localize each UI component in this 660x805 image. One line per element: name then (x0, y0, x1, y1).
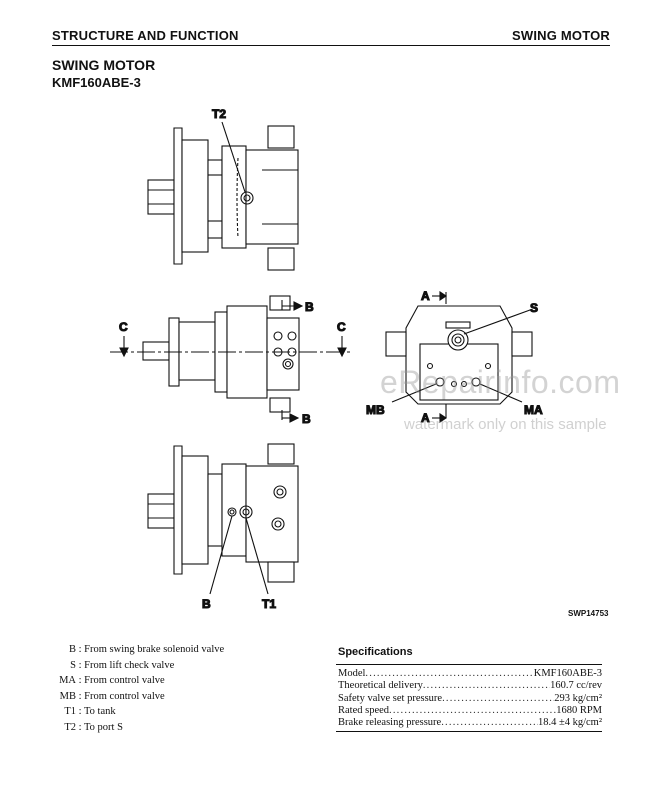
port-legend: B : From swing brake solenoid valve S : … (52, 644, 224, 737)
legend-item: T1 : To tank (52, 706, 224, 722)
page-title: SWING MOTOR (52, 57, 156, 73)
watermark-note: watermark only on this sample (404, 416, 607, 433)
spec-row: Model...................................… (338, 668, 602, 680)
legend-text: : To port S (78, 721, 123, 733)
legend-text: : To tank (78, 706, 116, 717)
label-t2: T2 (212, 107, 226, 121)
label-s: S (530, 301, 538, 315)
label-b-arrow-top: B (305, 300, 314, 314)
legend-key: MA (59, 675, 76, 686)
header-section-title: STRUCTURE AND FUNCTION (52, 28, 239, 43)
spec-value: KMF160ABE-3 (533, 668, 602, 679)
label-b-port: B (202, 597, 211, 611)
label-c-left: C (119, 320, 128, 334)
legend-item: B : From swing brake solenoid valve (52, 644, 224, 660)
spec-leader-dots: ........................................… (422, 680, 550, 692)
spec-name: Rated speed (338, 704, 390, 716)
legend-key: T1 (64, 706, 76, 717)
spec-rule-bottom (336, 731, 602, 732)
legend-key: S (70, 659, 76, 671)
spec-name: Theoretical delivery (338, 680, 423, 692)
legend-item: MB : From control valve (52, 691, 224, 707)
spec-rule-top (336, 664, 602, 665)
legend-key: T2 (64, 721, 76, 733)
motor-view-top (147, 121, 299, 271)
legend-text: : From control valve (78, 675, 165, 686)
spec-row: Rated speed.............................… (338, 705, 602, 717)
spec-row: Safety valve set pressure...............… (338, 693, 602, 705)
label-a-top: A (421, 289, 430, 303)
spec-name: Brake releasing pressure (338, 717, 442, 729)
spec-leader-dots: ........................................… (441, 717, 538, 729)
legend-item: MA : From control valve (52, 675, 224, 691)
model-code: KMF160ABE-3 (52, 75, 141, 90)
motor-view-middle (110, 295, 350, 423)
label-t1: T1 (262, 597, 276, 611)
specifications-title: Specifications (338, 646, 413, 658)
label-mb: MB (366, 403, 385, 417)
spec-value: 160.7 cc/rev (550, 680, 602, 692)
specifications-table: Model...................................… (338, 668, 602, 729)
spec-value: 18.4 ±4 kg/cm² (537, 717, 602, 729)
spec-name: Safety valve set pressure (338, 692, 443, 704)
watermark-site: eRepairinfo.com (380, 364, 621, 400)
figure-id: SWP14753 (568, 609, 609, 618)
label-b-arrow-bottom: B (302, 412, 311, 426)
motor-view-right (385, 290, 533, 424)
spec-leader-dots: ........................................… (389, 704, 556, 716)
legend-text: : From swing brake solenoid valve (78, 644, 225, 655)
legend-key: MB (59, 690, 76, 702)
swing-motor-drawing: T2 B B C C A A S MB MA B T1 (110, 106, 544, 612)
legend-text: : From lift check valve (78, 659, 175, 671)
legend-item: S : From lift check valve (52, 660, 224, 676)
spec-leader-dots: ........................................… (442, 692, 555, 704)
spec-name: Model (338, 668, 366, 679)
spec-value: 293 kg/cm² (554, 692, 602, 704)
label-ma: MA (524, 403, 543, 417)
motor-view-bottom (147, 443, 299, 595)
legend-item: T2 : To port S (52, 722, 224, 738)
legend-text: : From control valve (78, 690, 165, 702)
spec-row: Brake releasing pressure................… (338, 717, 602, 729)
header-rule (52, 45, 610, 46)
header-topic-title: SWING MOTOR (511, 28, 610, 43)
label-a-bottom: A (421, 411, 430, 425)
legend-key: B (68, 644, 76, 655)
spec-row: Theoretical delivery....................… (338, 680, 602, 692)
spec-value: 1680 RPM (556, 704, 602, 716)
label-c-right: C (337, 320, 346, 334)
spec-leader-dots: ........................................… (365, 668, 534, 679)
